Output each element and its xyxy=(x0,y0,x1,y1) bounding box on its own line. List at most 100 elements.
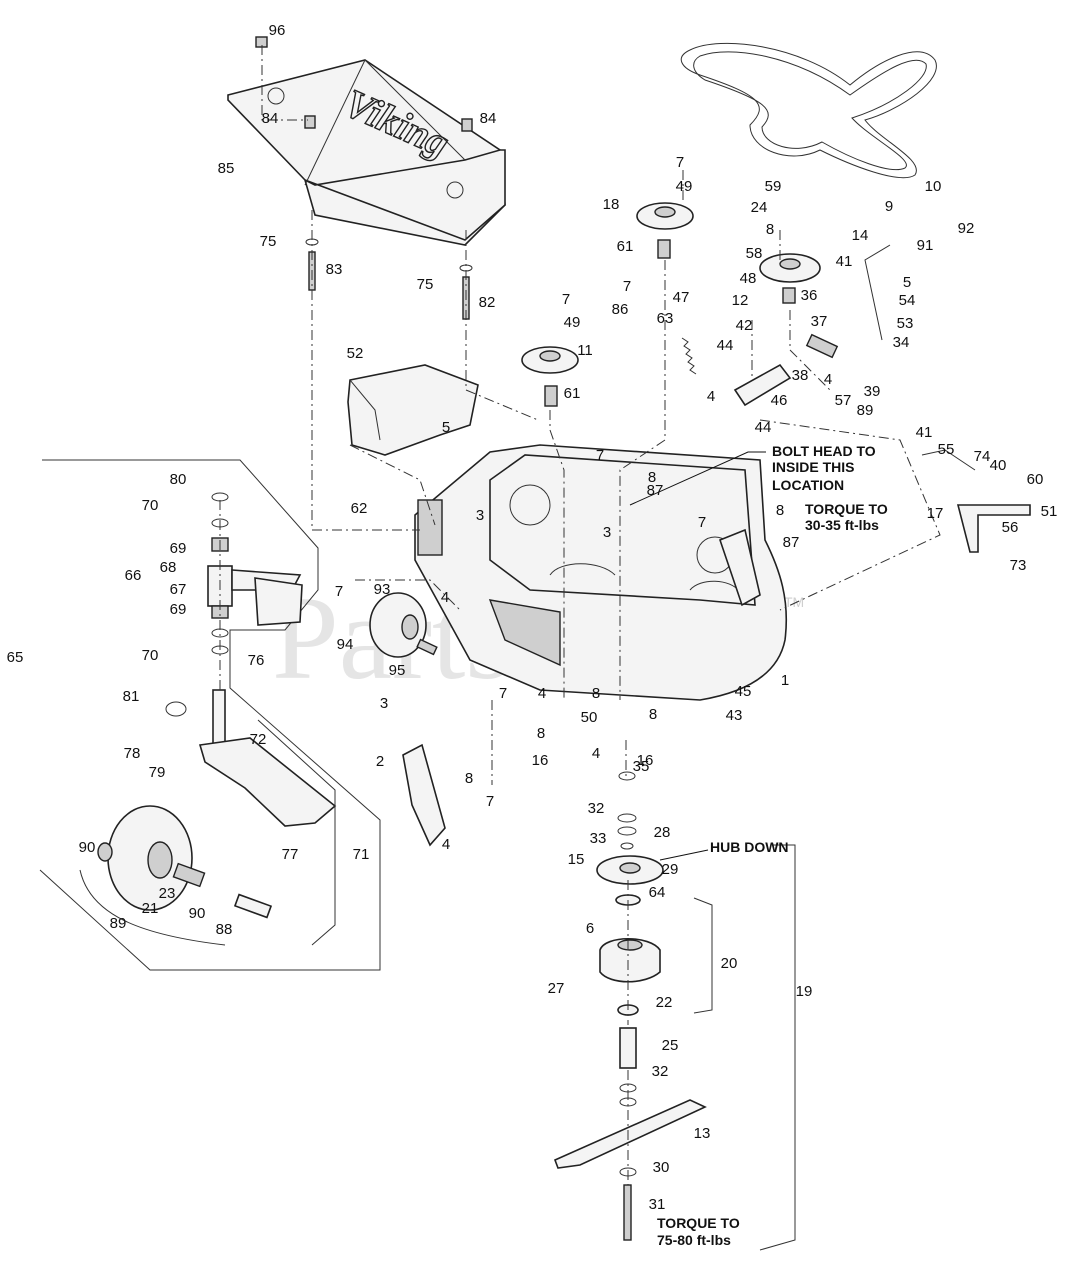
callout-57: 57 xyxy=(835,392,852,409)
callout-33: 33 xyxy=(590,830,607,847)
callout-79: 79 xyxy=(149,764,166,781)
watermark-tm: TM xyxy=(784,594,804,610)
callout-66: 66 xyxy=(125,567,142,584)
callout-30: 30 xyxy=(653,1159,670,1176)
callout-3: 3 xyxy=(380,695,388,712)
callout-48: 48 xyxy=(740,270,757,287)
callout-60: 60 xyxy=(1027,471,1044,488)
gauge-wheel xyxy=(369,592,438,658)
callout-1: 1 xyxy=(781,672,789,689)
note-leader-bolt xyxy=(629,451,766,506)
callout-3: 3 xyxy=(603,524,611,541)
callout-3: 3 xyxy=(476,507,484,524)
callout-9: 9 xyxy=(885,198,893,215)
callout-69: 69 xyxy=(170,540,187,557)
callout-86: 86 xyxy=(612,301,629,318)
callout-91: 91 xyxy=(917,237,934,254)
callout-41: 41 xyxy=(916,424,933,441)
callout-38: 38 xyxy=(792,367,809,384)
callout-73: 73 xyxy=(1010,557,1027,574)
callout-8: 8 xyxy=(465,770,473,787)
callout-80: 80 xyxy=(170,471,187,488)
callout-7: 7 xyxy=(562,291,570,308)
bracket-2 xyxy=(402,743,446,847)
callout-7: 7 xyxy=(623,278,631,295)
callout-87: 87 xyxy=(647,482,664,499)
callout-19: 19 xyxy=(796,983,813,1000)
bracket-56 xyxy=(956,504,1031,553)
callout-13: 13 xyxy=(694,1125,711,1142)
callout-7: 7 xyxy=(676,154,684,171)
callout-5: 5 xyxy=(442,419,450,436)
callout-89: 89 xyxy=(857,402,874,419)
callout-17: 17 xyxy=(927,505,944,522)
callout-85: 85 xyxy=(218,160,235,177)
callout-35: 35 xyxy=(633,758,650,775)
callout-54: 54 xyxy=(899,292,916,309)
callout-82: 82 xyxy=(479,294,496,311)
callout-70: 70 xyxy=(142,647,159,664)
callout-2: 2 xyxy=(376,753,384,770)
callout-93: 93 xyxy=(374,581,391,598)
callout-72: 72 xyxy=(250,731,267,748)
callout-8: 8 xyxy=(649,706,657,723)
callout-61: 61 xyxy=(564,385,581,402)
callout-81: 81 xyxy=(123,688,140,705)
note-bolt-head-3: LOCATION xyxy=(772,477,844,493)
callout-67: 67 xyxy=(170,581,187,598)
callout-43: 43 xyxy=(726,707,743,724)
belt-shield xyxy=(347,364,479,456)
callout-49: 49 xyxy=(676,178,693,195)
callout-20: 20 xyxy=(721,955,738,972)
callout-31: 31 xyxy=(649,1196,666,1213)
callout-75: 75 xyxy=(417,276,434,293)
callout-55: 55 xyxy=(938,441,955,458)
callout-7: 7 xyxy=(335,583,343,600)
callout-15: 15 xyxy=(568,851,585,868)
callout-92: 92 xyxy=(958,220,975,237)
callout-50: 50 xyxy=(581,709,598,726)
callout-4: 4 xyxy=(707,388,715,405)
callout-70: 70 xyxy=(142,497,159,514)
callout-56: 56 xyxy=(1002,519,1019,536)
deck-bracket-right xyxy=(718,528,761,607)
callout-8: 8 xyxy=(648,469,656,486)
callout-96: 96 xyxy=(269,22,286,39)
handle-14 xyxy=(864,244,891,341)
assembly-lines xyxy=(219,45,941,1185)
callout-74: 74 xyxy=(974,448,991,465)
callout-4: 4 xyxy=(592,745,600,762)
idler-pulley-18 xyxy=(636,202,694,259)
callout-62: 62 xyxy=(351,500,368,517)
callout-49: 49 xyxy=(564,314,581,331)
callout-22: 22 xyxy=(656,994,673,1011)
callout-87: 87 xyxy=(783,534,800,551)
callout-7: 7 xyxy=(596,447,604,464)
callout-23: 23 xyxy=(159,885,176,902)
callout-32: 32 xyxy=(588,800,605,817)
callout-95: 95 xyxy=(389,662,406,679)
note-torque-a-1: TORQUE TO xyxy=(805,501,888,517)
callout-39: 39 xyxy=(864,383,881,400)
note-torque-b-1: TORQUE TO xyxy=(657,1215,740,1231)
callout-52: 52 xyxy=(347,345,364,362)
drive-belt xyxy=(680,42,937,179)
note-torque-a-2: 30-35 ft-lbs xyxy=(805,517,879,533)
callout-32: 32 xyxy=(652,1063,669,1080)
callout-65: 65 xyxy=(7,649,24,666)
callout-58: 58 xyxy=(746,245,763,262)
spring-63 xyxy=(681,337,697,375)
callout-12: 12 xyxy=(732,292,749,309)
idler-pulley-11 xyxy=(521,346,579,407)
callout-4: 4 xyxy=(538,685,546,702)
callout-16: 16 xyxy=(532,752,549,769)
callout-46: 46 xyxy=(771,392,788,409)
callout-7: 7 xyxy=(499,685,507,702)
callout-6: 6 xyxy=(586,920,594,937)
callout-4: 4 xyxy=(441,589,449,606)
pivot-38 xyxy=(805,333,839,359)
blade-13 xyxy=(553,1099,707,1169)
clip-84-right xyxy=(461,118,473,132)
